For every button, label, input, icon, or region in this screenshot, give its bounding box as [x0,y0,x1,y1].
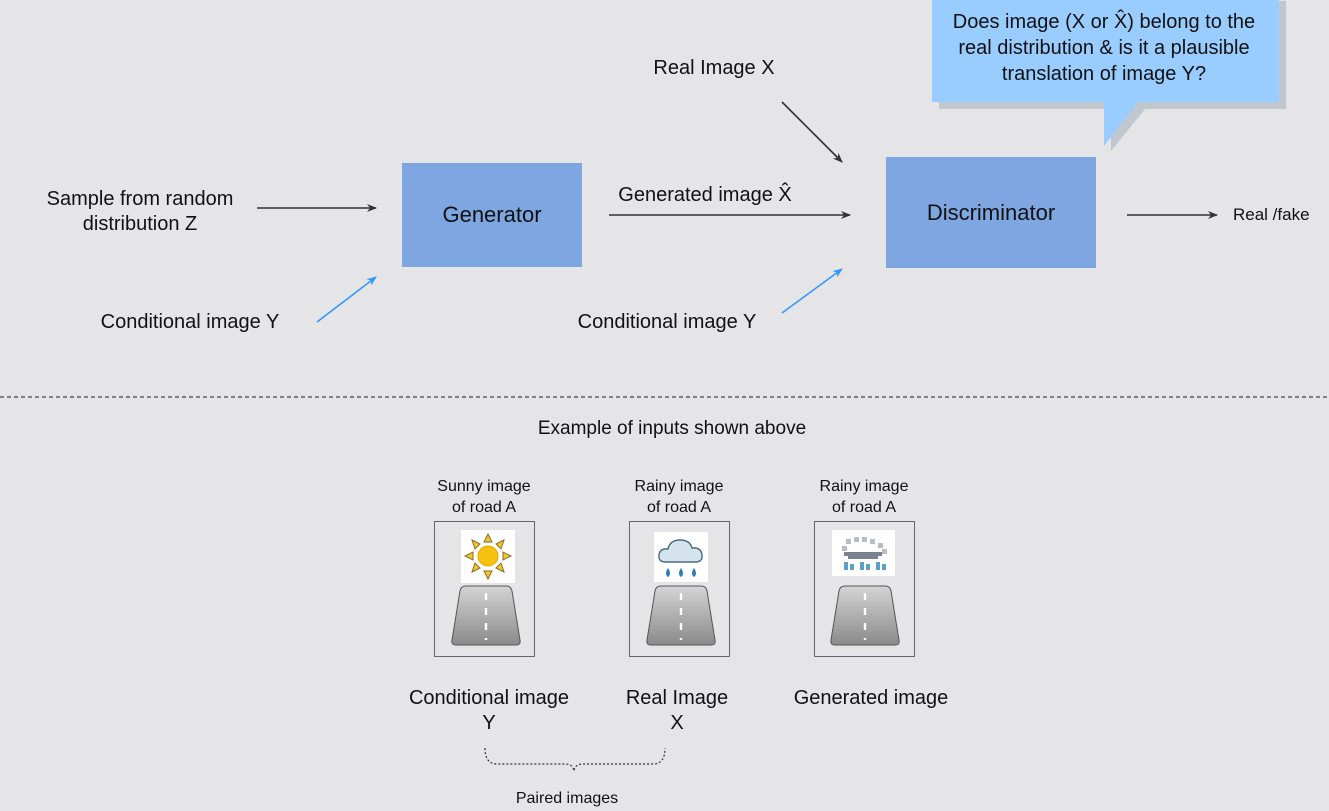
label-line: Real Image [625,687,729,709]
pixelated-rain-cloud-icon [832,530,895,576]
callout-text: Does image (X or X̂) belong to the real … [934,9,1274,87]
example-frame [814,521,915,657]
road-image [646,585,716,646]
section-title: Example of inputs shown above [537,418,807,439]
label-line: X [670,712,684,734]
conditional-label-mid: Conditional image Y [577,311,757,333]
label-line: Y [482,712,496,734]
example-caption: Sunny image of road A [419,476,549,518]
generator-box: Generator [402,163,582,267]
callout-line: real distribution & is it a plausible [958,37,1250,59]
arrow-conditional-to-discriminator [781,268,843,314]
output-label: Real /fake [1233,205,1310,224]
paired-images-label: Paired images [515,790,619,807]
example-caption: Rainy image of road A [614,476,744,518]
sample-label-line: Sample from random [46,188,234,210]
callout-bubble [932,0,1286,151]
caption-line: of road A [831,499,897,516]
arrow-real-to-discriminator [781,101,843,163]
callout-line: Does image (X or X̂) belong to the [952,11,1256,33]
sample-label: Sample from random distribution Z [30,187,250,237]
paired-brace [484,747,666,772]
sample-label-line: distribution Z [82,213,198,235]
road-image [451,585,521,646]
sun-icon [461,530,515,583]
callout-line: translation of image Y? [1001,63,1207,85]
conditional-label-left: Conditional image Y [100,311,280,333]
real-image-label: Real Image X [653,57,775,79]
example-caption: Rainy image of road A [799,476,929,518]
example-label: Generated image [793,687,949,709]
discriminator-box: Discriminator [886,157,1096,268]
caption-line: Rainy image [634,478,724,495]
example-label: Conditional image Y [389,686,589,736]
rain-cloud-icon [654,532,708,582]
road-image [830,585,900,646]
caption-line: of road A [451,499,517,516]
caption-line: of road A [646,499,712,516]
example-label: Real Image X [577,686,777,736]
generated-image-label: Generated image X̂ [618,184,792,206]
caption-line: Sunny image [437,478,531,495]
example-frame [629,521,730,657]
example-frame [434,521,535,657]
caption-line: Rainy image [819,478,909,495]
label-line: Conditional image [408,687,570,709]
arrow-conditional-to-generator [316,276,377,323]
